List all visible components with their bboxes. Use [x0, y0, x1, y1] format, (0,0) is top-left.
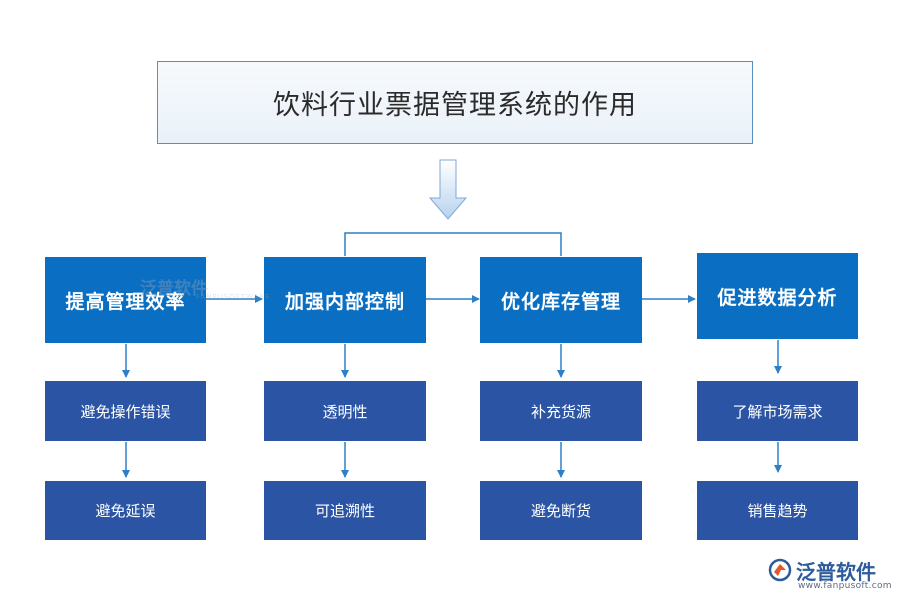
- sub-box-avoid-delay: 避免延误: [45, 481, 206, 540]
- sub-box-traceability: 可追溯性: [264, 481, 426, 540]
- bracket-line: [344, 232, 562, 256]
- main-box-efficiency: 提高管理效率: [45, 257, 206, 343]
- sub-box-market-demand: 了解市场需求: [697, 381, 858, 441]
- title-down-arrow: [428, 159, 468, 220]
- main-box-data-analysis: 促进数据分析: [697, 253, 858, 339]
- main-box-inventory: 优化库存管理: [480, 257, 642, 343]
- logo-name: 泛普软件: [796, 560, 876, 584]
- logo-url: www.fanpusoft.com: [798, 581, 892, 591]
- brand-logo: 泛普软件 www.fanpusoft.com: [768, 556, 892, 596]
- sub-box-avoid-stockout: 避免断货: [480, 481, 642, 540]
- sub-box-sales-trend: 销售趋势: [697, 481, 858, 540]
- sub-box-replenish: 补充货源: [480, 381, 642, 441]
- logo-icon: [768, 558, 792, 582]
- diagram-title: 饮料行业票据管理系统的作用: [157, 61, 753, 144]
- sub-box-transparency: 透明性: [264, 381, 426, 441]
- main-box-internal-control: 加强内部控制: [264, 257, 426, 343]
- sub-box-avoid-errors: 避免操作错误: [45, 381, 206, 441]
